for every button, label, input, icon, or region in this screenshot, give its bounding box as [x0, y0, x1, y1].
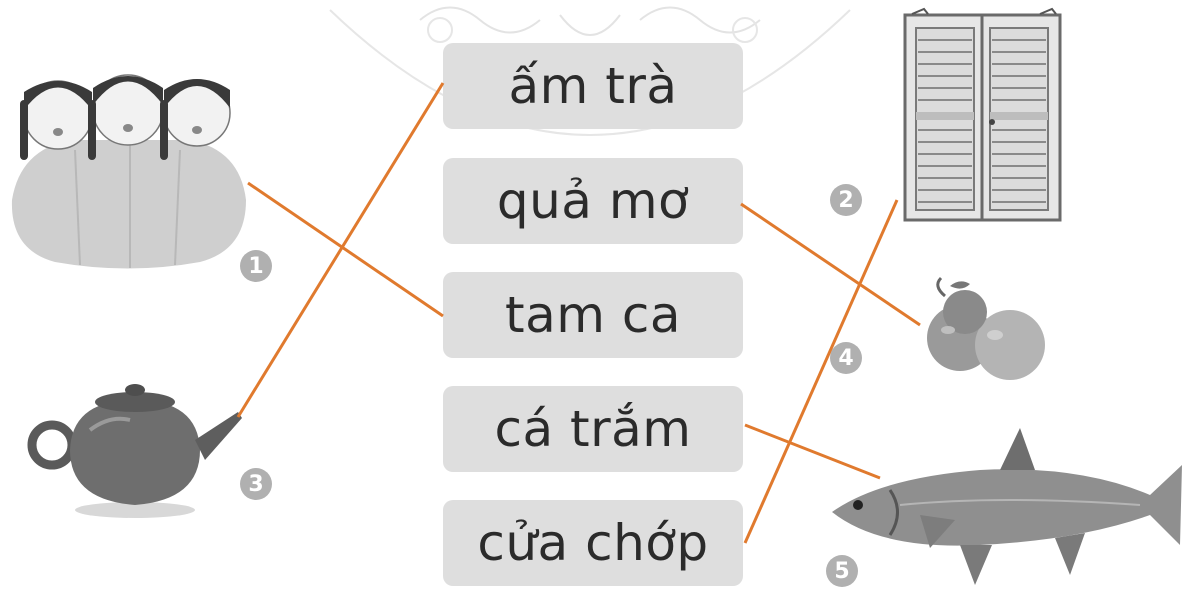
word-box-am-tra[interactable]: ấm trà [443, 43, 743, 129]
number-badge-5: 5 [826, 555, 858, 587]
line-qua-mo-to-apricots [740, 202, 921, 327]
number-badge-4: 4 [830, 342, 862, 374]
word-box-qua-mo[interactable]: quả mơ [443, 158, 743, 244]
shutter-door-picture[interactable] [903, 7, 1062, 222]
apricots-picture[interactable] [927, 276, 1045, 380]
number-badge-3: 3 [240, 468, 272, 500]
line-cua-chop-to-door [743, 199, 899, 544]
teapot-picture[interactable] [27, 384, 242, 518]
fish-picture[interactable] [832, 428, 1182, 585]
word-box-tam-ca[interactable]: tam ca [443, 272, 743, 358]
line-ca-tram-to-fish [744, 423, 881, 480]
word-box-ca-tram[interactable]: cá trắm [443, 386, 743, 472]
line-teapot-to-am-tra [236, 82, 445, 418]
girls-trio-picture[interactable] [10, 70, 247, 270]
word-box-cua-chop[interactable]: cửa chớp [443, 500, 743, 586]
line-girls-to-tam-ca [247, 181, 444, 318]
number-badge-2: 2 [830, 184, 862, 216]
number-badge-1: 1 [240, 250, 272, 282]
